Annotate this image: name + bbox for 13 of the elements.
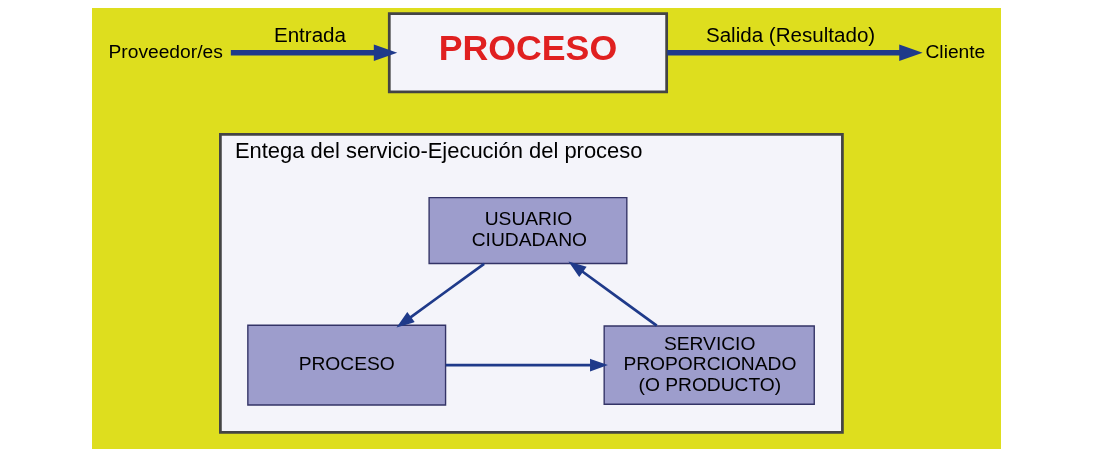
arrow <box>568 261 658 327</box>
node-box: PROCESO <box>247 324 447 406</box>
node-box: PROCESO <box>387 12 669 94</box>
node-box: USUARIO CIUDADANO <box>428 196 628 265</box>
arrow <box>230 44 398 61</box>
node-text: Proveedor/es <box>108 40 223 62</box>
edge-label: Salida (Resultado) <box>705 22 876 46</box>
arrow <box>667 44 923 61</box>
arrow <box>445 358 608 372</box>
node-box: SERVICIO PROPORCIONADO (O PRODUCTO) <box>603 325 815 405</box>
edge-label: Entrada <box>273 22 347 46</box>
arrow <box>396 262 485 328</box>
node-text: Cliente <box>925 40 986 62</box>
